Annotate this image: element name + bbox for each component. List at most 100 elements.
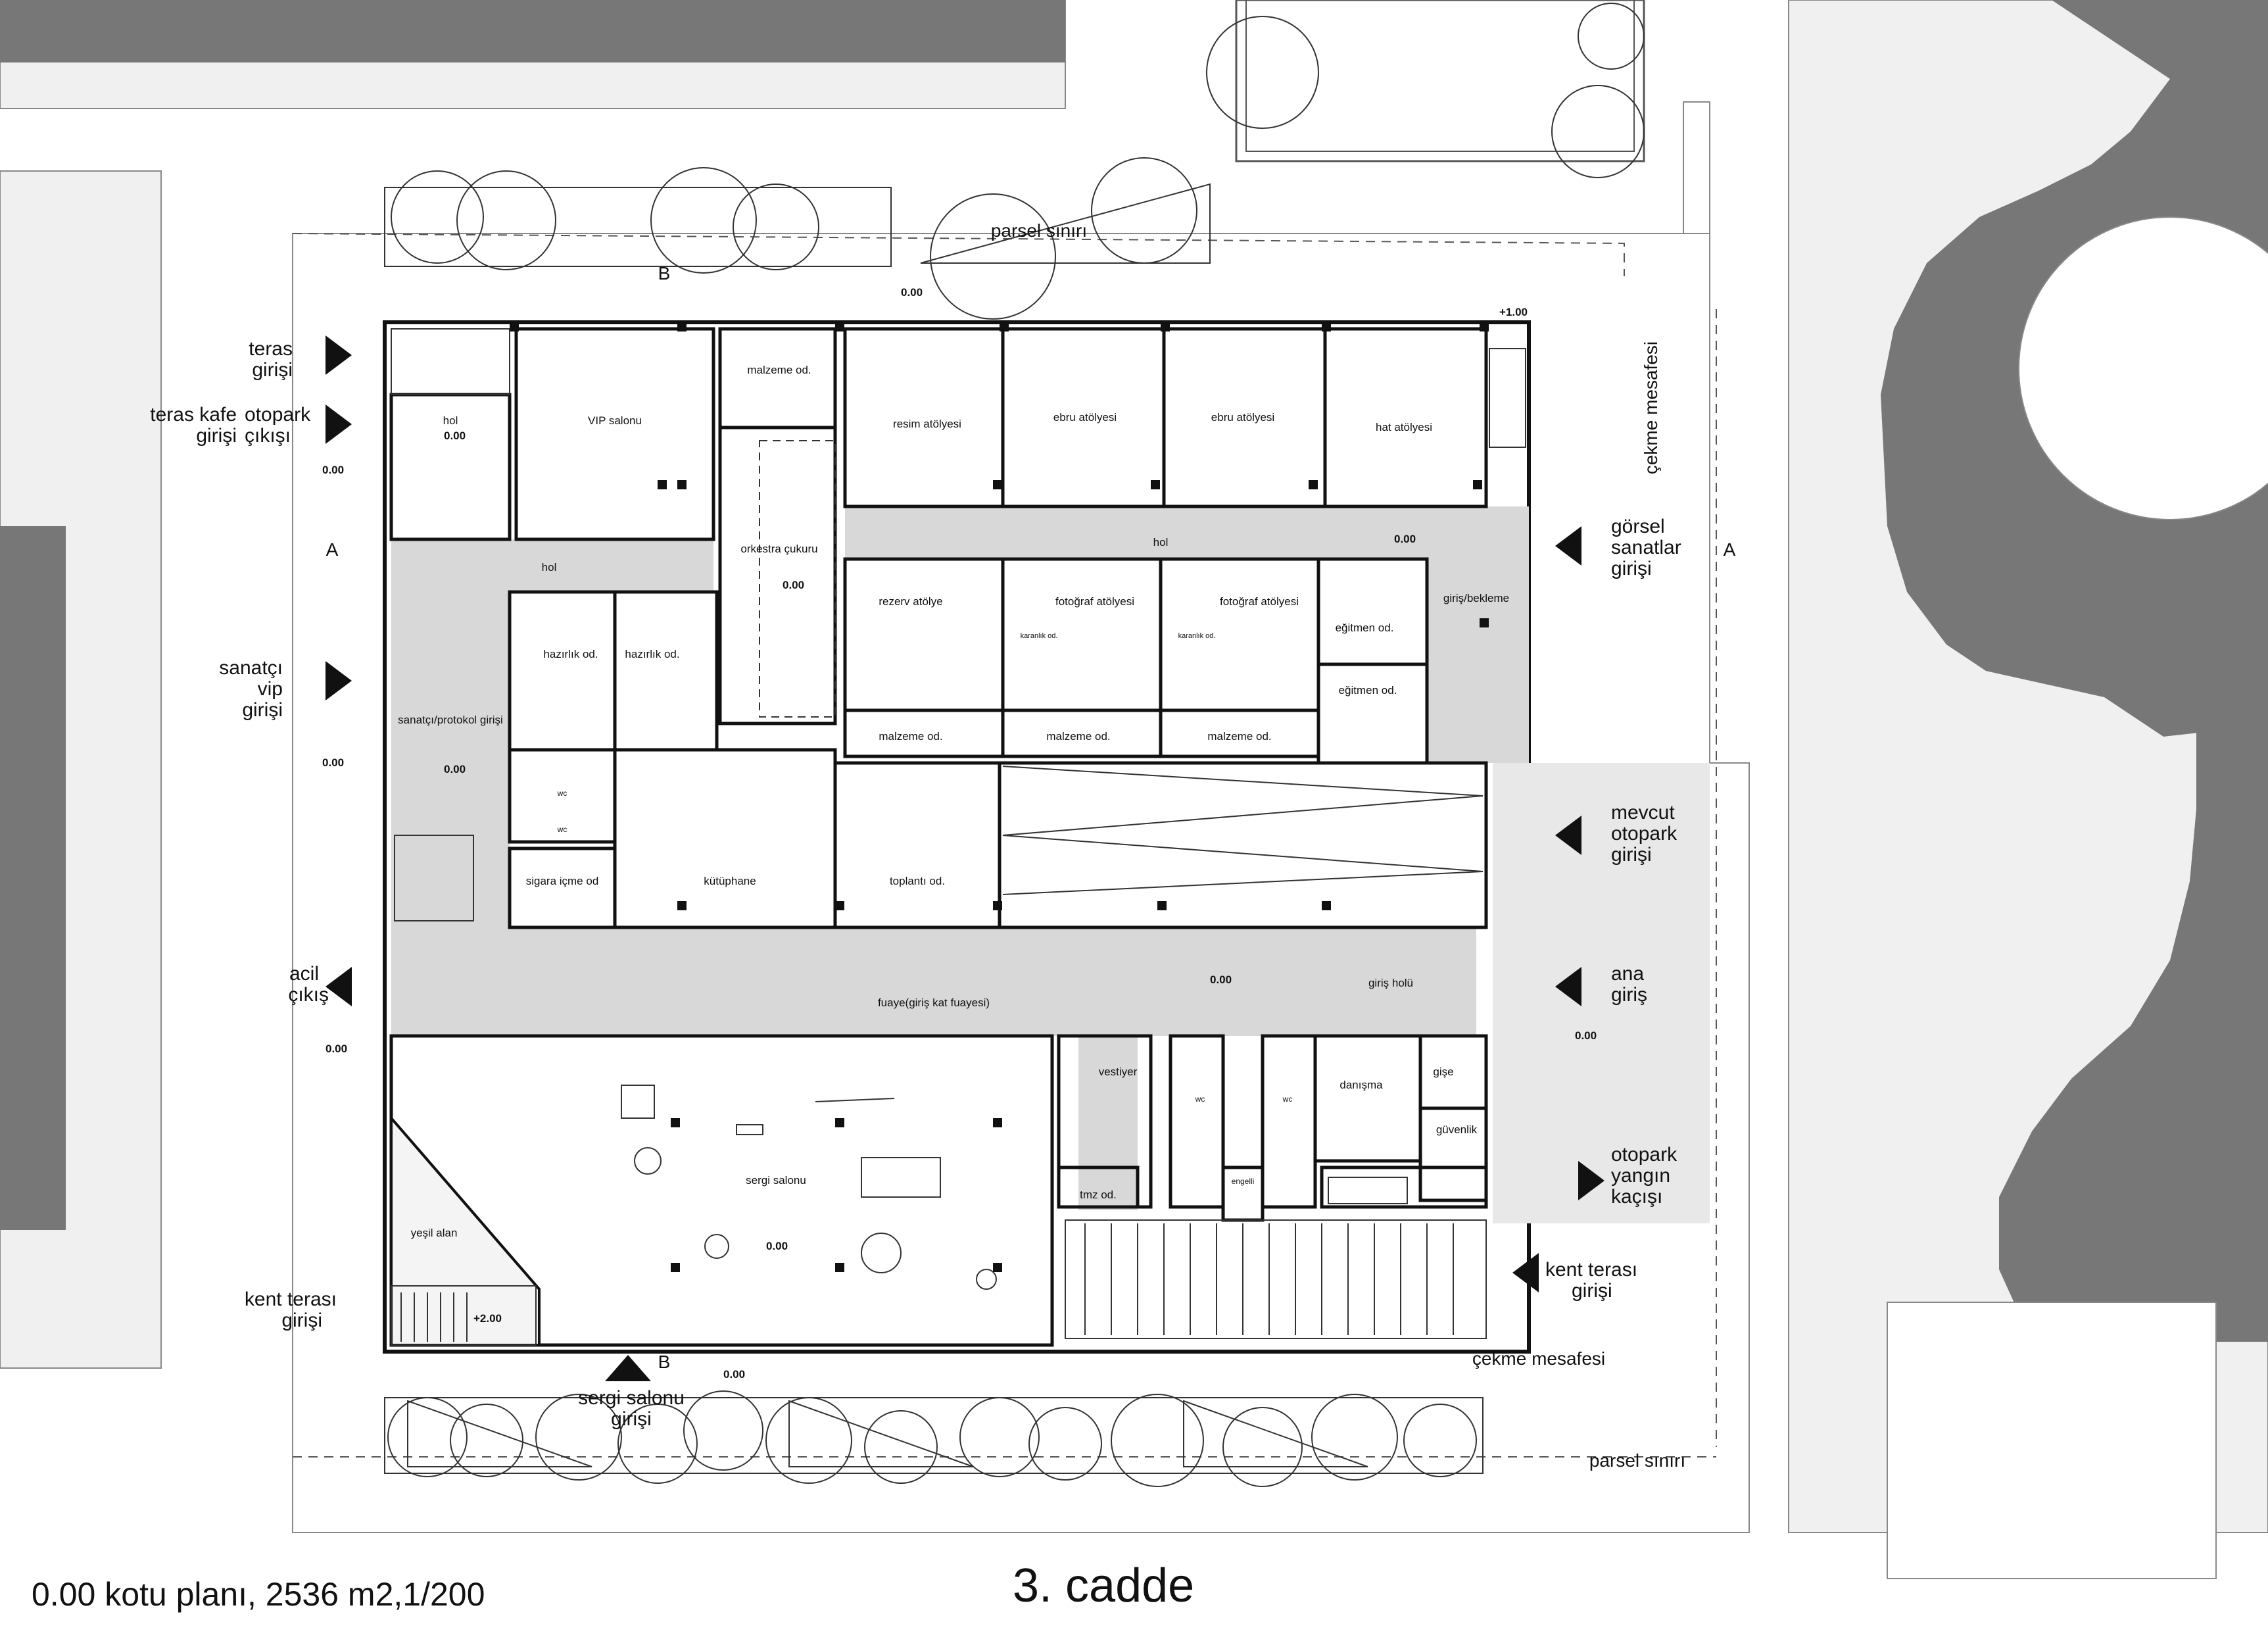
room-egitmen-1: eğitmen od. bbox=[1336, 622, 1394, 634]
mevcut-otopark-3: girişi bbox=[1611, 844, 1652, 866]
level-marks: 0.00 +1.00 0.00 0.00 0.00 0.00 0.00 0.00… bbox=[322, 286, 1597, 1381]
room-kutuphane: kütüphane bbox=[704, 875, 756, 887]
otopark-yangin-2: yangın bbox=[1611, 1165, 1670, 1187]
room-fotograf-2: fotoğraf atölyesi bbox=[1220, 595, 1299, 608]
room-giris-holu: giriş holü bbox=[1368, 977, 1413, 989]
room-hol-left: hol bbox=[542, 561, 557, 574]
room-fuaye: fuaye(giriş kat fuayesi) bbox=[878, 996, 990, 1009]
level-plus-two: +2.00 bbox=[473, 1312, 502, 1325]
level-hol-right: 0.00 bbox=[1394, 533, 1416, 545]
kent-terasi-left-2: girişi bbox=[281, 1310, 322, 1331]
room-giris-bekleme: giriş/bekleme bbox=[1443, 592, 1509, 604]
ana-giris-2: giriş bbox=[1611, 984, 1647, 1006]
level-left-2: 0.00 bbox=[322, 756, 344, 769]
room-tmz: tmz od. bbox=[1080, 1189, 1117, 1201]
level-hol: 0.00 bbox=[444, 429, 466, 442]
setback-label-bottom: çekme mesafesi bbox=[1472, 1348, 1605, 1369]
level-sergi: 0.00 bbox=[766, 1240, 788, 1252]
section-a-left: A bbox=[326, 539, 339, 560]
level-sanatci: 0.00 bbox=[444, 763, 466, 775]
otopark-cikisi-2: çıkışı bbox=[245, 425, 291, 447]
section-marks: A A B B bbox=[326, 263, 1736, 1372]
parcel-boundary bbox=[292, 233, 1717, 1458]
parcel-label-top: parsel sınırı bbox=[991, 220, 1087, 241]
trees bbox=[384, 3, 1645, 1487]
room-toplanti: toplantı od. bbox=[890, 875, 945, 887]
mevcut-otopark-1: mevcut bbox=[1611, 802, 1675, 823]
entrance-arrows bbox=[326, 335, 1604, 1381]
building bbox=[383, 320, 1710, 1354]
level-giris: 0.00 bbox=[1210, 973, 1232, 986]
section-a-right: A bbox=[1724, 539, 1736, 560]
room-hol-small: hol bbox=[443, 414, 458, 427]
room-sanatci: sanatçı/protokol girişi bbox=[398, 714, 503, 726]
sanatci-vip-2: vip bbox=[258, 678, 283, 700]
ana-giris-1: ana bbox=[1611, 963, 1644, 985]
room-egitmen-2: eğitmen od. bbox=[1339, 684, 1397, 697]
street-name: 3. cadde bbox=[1013, 1559, 1195, 1612]
level-right-ana: 0.00 bbox=[1575, 1029, 1597, 1042]
section-b-bottom: B bbox=[658, 1352, 671, 1372]
section-b-top: B bbox=[658, 263, 671, 283]
room-malzeme-1: malzeme od. bbox=[879, 730, 942, 743]
room-resim-atolyesi: resim atölyesi bbox=[893, 418, 961, 430]
level-plus-one: +1.00 bbox=[1499, 306, 1528, 318]
room-labels: hol VIP salonu malzeme od. resim atölyes… bbox=[398, 364, 1509, 1239]
teras-girisi-2: girişi bbox=[252, 359, 293, 381]
entrance-labels: teras girişi teras kafe girişi otopark ç… bbox=[150, 338, 1681, 1430]
room-wc-3: wc bbox=[1195, 1094, 1205, 1104]
acil-cikis-2: çıkış bbox=[288, 984, 329, 1006]
parcel-label-bottom: parsel sınırı bbox=[1589, 1450, 1685, 1471]
kent-terasi-right-1: kent terası bbox=[1545, 1259, 1637, 1281]
room-karanlik-2: karanlık od. bbox=[1178, 632, 1216, 640]
room-wc-4: wc bbox=[1282, 1094, 1293, 1104]
room-hazirlik-2: hazırlık od. bbox=[625, 648, 679, 660]
mevcut-otopark-2: otopark bbox=[1611, 823, 1677, 845]
room-engelli: engelli bbox=[1232, 1177, 1255, 1186]
plan-caption: 0.00 kotu planı, 2536 m2,1/200 bbox=[32, 1576, 485, 1613]
teras-kafe-1: teras kafe bbox=[150, 404, 237, 426]
level-orkestra: 0.00 bbox=[783, 579, 804, 591]
room-hazirlik-1: hazırlık od. bbox=[543, 648, 598, 660]
room-sergi-salonu: sergi salonu bbox=[746, 1174, 806, 1187]
boundary-labels: parsel sınırı parsel sınırı çekme mesafe… bbox=[991, 220, 1685, 1471]
room-hol-right: hol bbox=[1153, 536, 1169, 549]
room-vestiyer: vestiyer bbox=[1099, 1066, 1138, 1078]
teras-kafe-2: girişi bbox=[196, 425, 237, 447]
room-ebru-atolyesi-1: ebru atölyesi bbox=[1053, 411, 1117, 424]
gorsel-sanatlar-3: girişi bbox=[1611, 558, 1652, 579]
room-gise: gişe bbox=[1433, 1066, 1453, 1078]
kent-terasi-left-1: kent terası bbox=[245, 1288, 337, 1310]
sanatci-vip-1: sanatçı bbox=[219, 657, 283, 679]
level-top: 0.00 bbox=[901, 286, 923, 299]
level-left-3: 0.00 bbox=[326, 1042, 347, 1055]
setback-label-right: çekme mesafesi bbox=[1641, 341, 1661, 474]
otopark-yangin-3: kaçışı bbox=[1611, 1186, 1662, 1208]
room-danisma: danışma bbox=[1339, 1079, 1383, 1091]
level-left-1: 0.00 bbox=[322, 464, 344, 476]
room-malzeme-2: malzeme od. bbox=[1046, 730, 1110, 743]
room-vip-salonu: VIP salonu bbox=[588, 414, 642, 427]
room-yesil-alan: yeşil alan bbox=[411, 1227, 458, 1239]
room-wc-2: wc bbox=[557, 825, 567, 834]
level-bottom: 0.00 bbox=[723, 1368, 745, 1381]
sergi-girisi-2: girişi bbox=[611, 1408, 652, 1430]
room-malzeme-3: malzeme od. bbox=[1207, 730, 1271, 743]
kent-terasi-right-2: girişi bbox=[1572, 1280, 1612, 1302]
gorsel-sanatlar-1: görsel bbox=[1611, 516, 1665, 537]
otopark-cikisi-1: otopark bbox=[245, 404, 311, 426]
room-sigara: sigara içme od bbox=[526, 875, 599, 887]
room-hat-atolyesi: hat atölyesi bbox=[1376, 421, 1432, 433]
room-malzeme-top: malzeme od. bbox=[747, 364, 811, 376]
teras-girisi-1: teras bbox=[249, 338, 293, 360]
room-karanlik-1: karanlık od. bbox=[1021, 632, 1058, 640]
gorsel-sanatlar-2: sanatlar bbox=[1611, 537, 1681, 558]
room-rezerv: rezerv atölye bbox=[879, 595, 942, 608]
room-wc-1: wc bbox=[557, 789, 567, 798]
room-fotograf-1: fotoğraf atölyesi bbox=[1055, 595, 1134, 608]
room-orkestra: orkestra çukuru bbox=[740, 543, 817, 555]
room-ebru-atolyesi-2: ebru atölyesi bbox=[1211, 411, 1274, 424]
otopark-yangin-1: otopark bbox=[1611, 1144, 1677, 1165]
sergi-girisi-1: sergi salonu bbox=[578, 1387, 685, 1409]
